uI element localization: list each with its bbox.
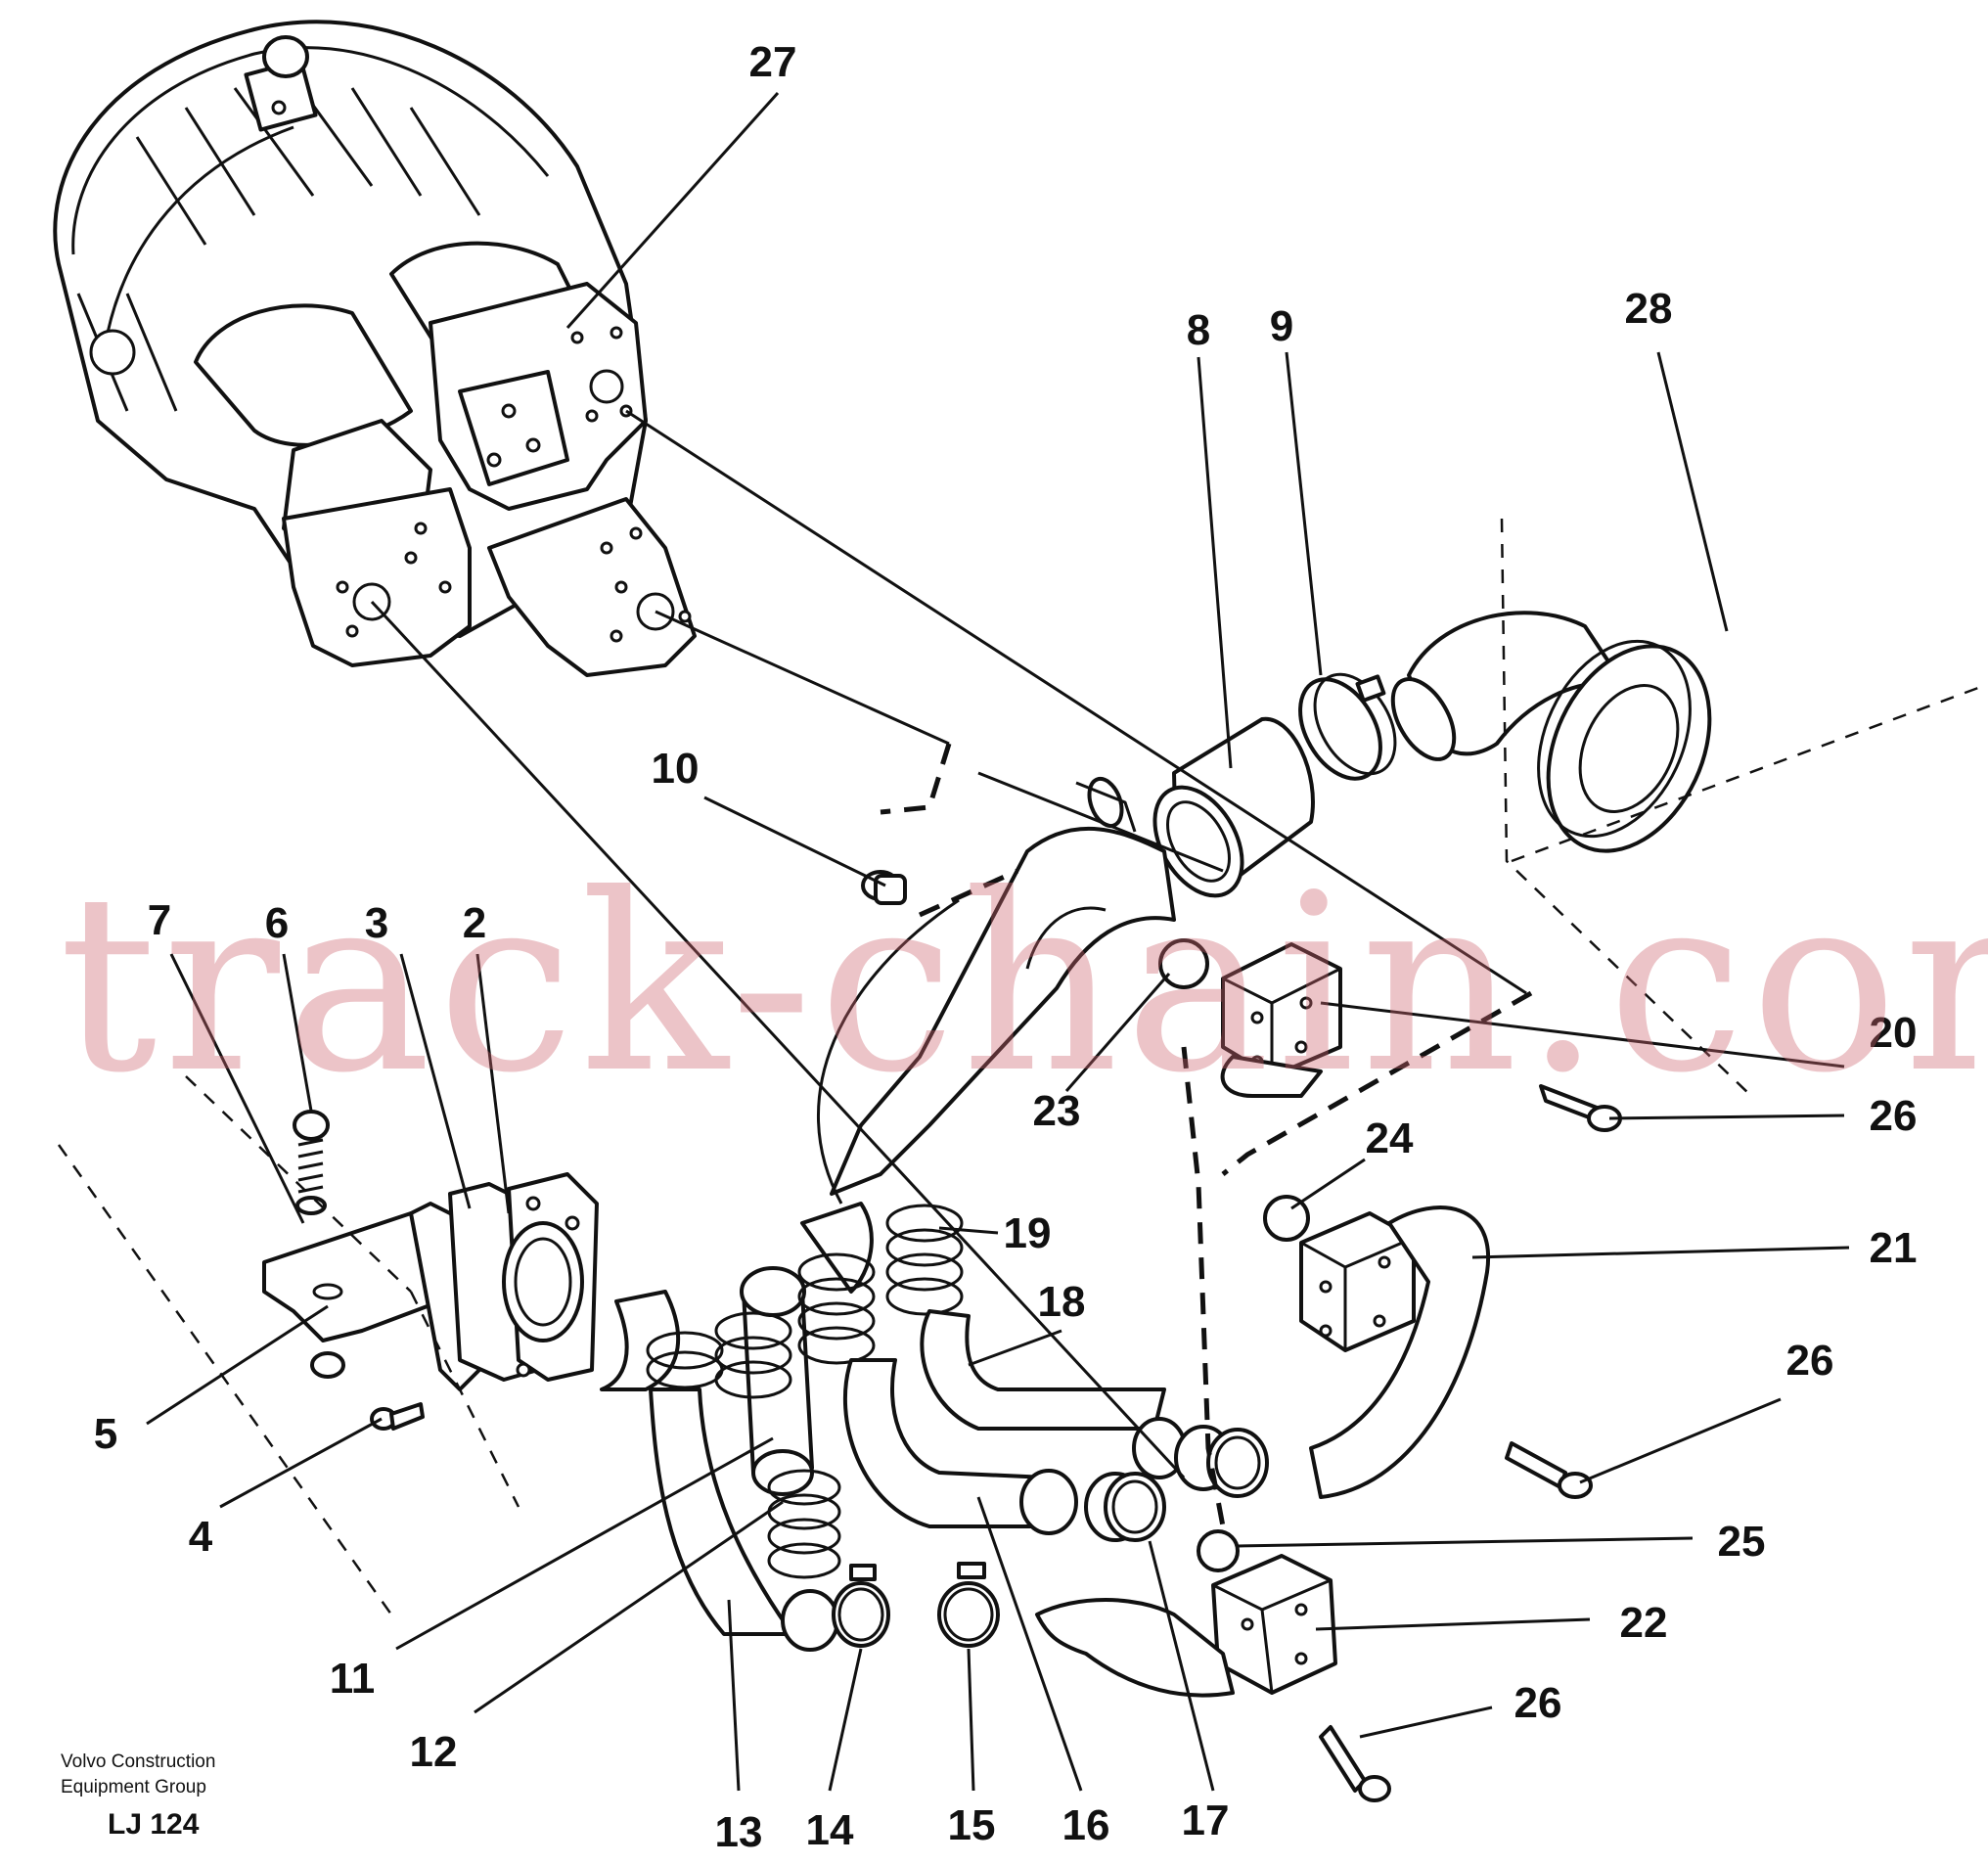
callout-14: 14 — [806, 1806, 854, 1854]
watermark: track-chain.com — [59, 842, 1988, 1126]
block-21 — [1299, 1211, 1416, 1352]
callouts: 27 28 8 9 10 7 6 3 2 20 23 26 24 19 21 1… — [94, 38, 1918, 1856]
callout-20: 20 — [1870, 1009, 1918, 1057]
hose-22 — [1035, 1598, 1235, 1698]
callout-2: 2 — [463, 899, 486, 947]
port-block-lower-right — [487, 497, 697, 677]
block-20 — [1221, 942, 1342, 1078]
suction-hose — [817, 776, 1176, 1205]
callout-15: 15 — [948, 1801, 996, 1849]
callout-23: 23 — [1033, 1087, 1081, 1135]
callout-25: 25 — [1718, 1518, 1766, 1566]
callout-13: 13 — [715, 1808, 763, 1856]
callout-28: 28 — [1625, 285, 1673, 333]
drawing-code: LJ 124 — [108, 1808, 200, 1841]
callout-12: 12 — [410, 1728, 458, 1776]
o-ring-23 — [1158, 938, 1209, 989]
callout-27: 27 — [749, 38, 797, 86]
screw-26-b — [1505, 1441, 1593, 1499]
callout-7: 7 — [148, 896, 171, 944]
callout-22: 22 — [1620, 1599, 1668, 1647]
callout-19: 19 — [1004, 1209, 1052, 1257]
pipe-8 — [1152, 672, 1457, 898]
hose-21 — [1309, 1205, 1491, 1499]
suction-elbow-28 — [1407, 611, 1712, 853]
callout-24: 24 — [1366, 1114, 1414, 1162]
port-block-upper-face — [458, 370, 569, 486]
callout-4: 4 — [189, 1513, 213, 1561]
clamp-15 — [937, 1581, 1000, 1648]
callout-26-a: 26 — [1870, 1092, 1918, 1140]
flange-fittings — [1035, 938, 1622, 1802]
callout-26-b: 26 — [1786, 1337, 1834, 1385]
bracket-assembly — [262, 1110, 599, 1431]
port-block-lower-left — [282, 487, 472, 667]
callout-16: 16 — [1062, 1801, 1110, 1849]
callout-8: 8 — [1187, 306, 1210, 354]
callout-9: 9 — [1270, 302, 1293, 350]
callout-3: 3 — [365, 899, 388, 947]
clamp-14 — [832, 1581, 890, 1648]
footer-company-line1: Volvo Construction — [61, 1751, 216, 1772]
callout-18: 18 — [1038, 1278, 1086, 1326]
callout-21: 21 — [1870, 1224, 1918, 1272]
callout-5: 5 — [94, 1410, 117, 1458]
footer-company-line2: Equipment Group — [61, 1777, 206, 1797]
screw-26-c — [1319, 1725, 1391, 1802]
callout-6: 6 — [265, 899, 289, 947]
hose-16 — [842, 1358, 1049, 1528]
construction-lines — [57, 409, 1987, 1615]
o-ring-25 — [1197, 1529, 1240, 1572]
callout-11: 11 — [330, 1655, 376, 1703]
o-ring-24 — [1263, 1195, 1310, 1242]
callout-10: 10 — [652, 745, 700, 793]
block-22 — [1211, 1554, 1337, 1695]
callout-17: 17 — [1182, 1797, 1230, 1844]
transmission-housing — [53, 20, 697, 677]
hose-18 — [920, 1309, 1166, 1431]
callout-26-c: 26 — [1514, 1679, 1562, 1727]
hose-group — [600, 1202, 1187, 1652]
